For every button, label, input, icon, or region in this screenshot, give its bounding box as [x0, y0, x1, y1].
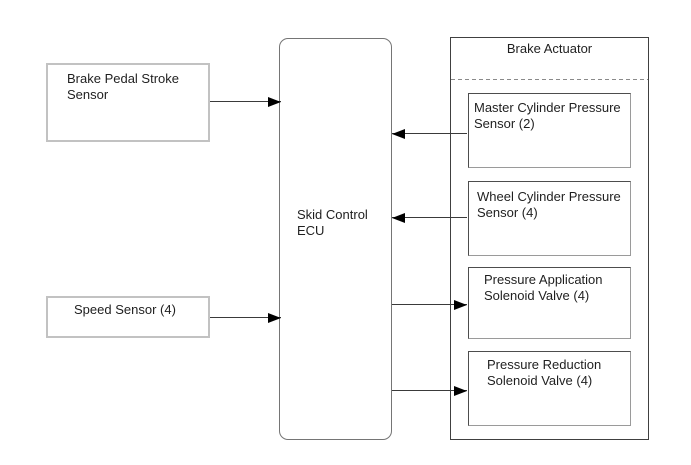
arrow-line: [392, 390, 467, 391]
arrow-line: [392, 304, 467, 305]
brake-pedal-stroke-sensor-label: Brake Pedal Stroke Sensor: [67, 71, 180, 102]
arrowhead-right-icon: [268, 97, 281, 107]
arrowhead-left-icon: [392, 213, 405, 223]
wheel-cylinder-pressure-sensor-box: Wheel Cylinder Pressure Sensor (4): [468, 181, 631, 256]
arrowhead-right-icon: [268, 313, 281, 323]
pressure-application-solenoid-valve-box: Pressure Application Solenoid Valve (4): [468, 267, 631, 339]
arrowhead-left-icon: [392, 129, 405, 139]
arrow-line: [210, 101, 281, 102]
speed-sensor-label: Speed Sensor (4): [74, 302, 176, 317]
pressure-reduction-solenoid-valve-label: Pressure Reduction Solenoid Valve (4): [487, 357, 602, 388]
arrow-line: [392, 217, 467, 218]
speed-sensor-box: Speed Sensor (4): [46, 296, 210, 338]
brake-actuator-container: Brake Actuator Master Cylinder Pressure …: [450, 37, 649, 440]
arrow-line: [210, 317, 281, 318]
wheel-cylinder-pressure-sensor-label: Wheel Cylinder Pressure Sensor (4): [477, 189, 621, 220]
skid-control-ecu-box: Skid Control ECU: [279, 38, 392, 440]
pressure-reduction-solenoid-valve-box: Pressure Reduction Solenoid Valve (4): [468, 351, 631, 426]
dashed-separator-line: [451, 79, 648, 80]
arrowhead-right-icon: [454, 386, 467, 396]
brake-actuator-title: Brake Actuator: [506, 41, 593, 56]
arrow-line: [392, 133, 467, 134]
master-cylinder-pressure-sensor-box: Master Cylinder Pressure Sensor (2): [468, 93, 631, 168]
pressure-application-solenoid-valve-label: Pressure Application Solenoid Valve (4): [484, 272, 603, 303]
skid-control-ecu-label: Skid Control ECU: [297, 207, 368, 238]
master-cylinder-pressure-sensor-label: Master Cylinder Pressure Sensor (2): [474, 100, 621, 131]
brake-pedal-stroke-sensor-box: Brake Pedal Stroke Sensor: [46, 63, 210, 142]
arrowhead-right-icon: [454, 300, 467, 310]
